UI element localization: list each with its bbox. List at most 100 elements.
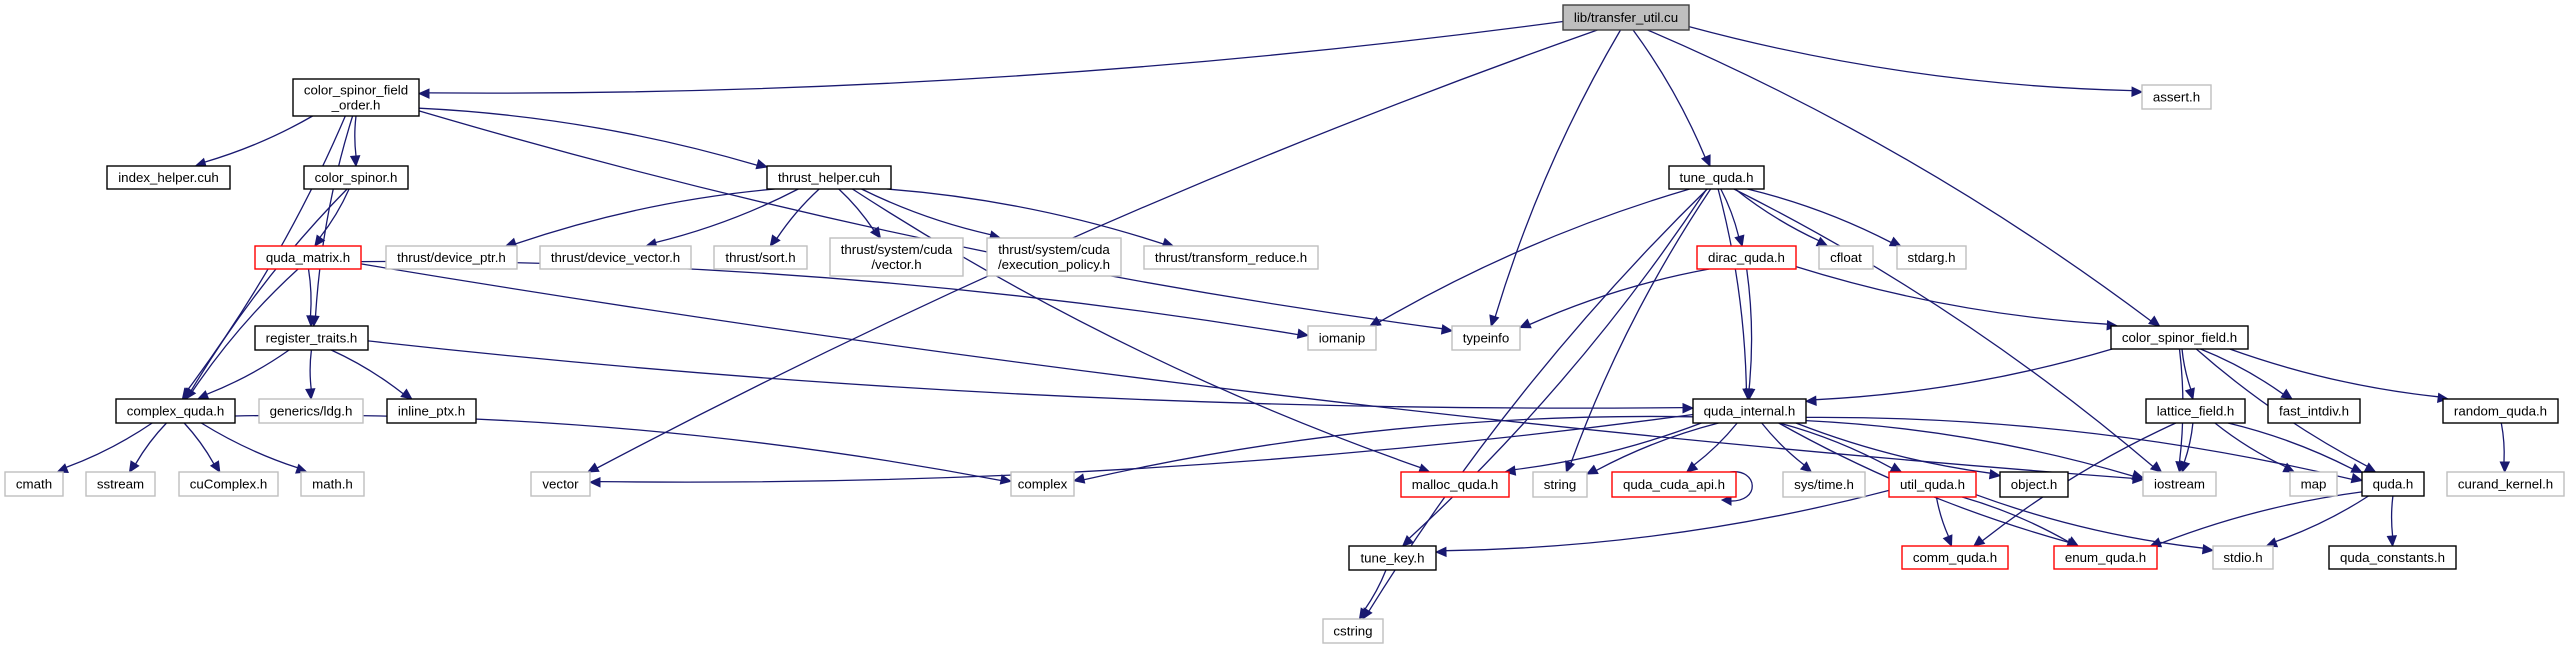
node-iomanip[interactable]: iomanip [1307,325,1377,351]
node-box[interactable] [2110,325,2249,350]
node-box[interactable] [1896,245,1967,270]
node-box[interactable] [1999,471,2069,498]
node-vector[interactable]: vector [530,471,591,497]
node-lib-transfer-util-cu[interactable]: lib/transfer_util.cu [1562,4,1690,31]
node-box[interactable] [1348,545,1437,571]
node-box[interactable] [1611,471,1737,498]
node-assert-h[interactable]: assert.h [2141,84,2212,110]
node-box[interactable] [1451,325,1521,351]
node-string[interactable]: string [1532,471,1588,498]
node-complex-quda-h[interactable]: complex_quda.h [115,398,236,424]
node-typeinfo[interactable]: typeinfo [1451,325,1521,351]
node-box[interactable] [178,471,279,497]
node-box[interactable] [106,165,231,190]
node-thrust-helper-cuh[interactable]: thrust_helper.cuh [766,165,892,190]
node-box[interactable] [254,245,362,270]
node-thrust-device-ptr-h[interactable]: thrust/device_ptr.h [385,245,518,270]
node-object-h[interactable]: object.h [1999,471,2069,498]
node-quda-cuda-api-h[interactable]: quda_cuda_api.h [1611,471,1737,498]
node-box[interactable] [1696,245,1797,270]
node-stdio-h[interactable]: stdio.h [2212,545,2274,570]
node-box[interactable] [2328,545,2457,570]
node-box[interactable] [1400,471,1510,498]
node-thrust-sort-h[interactable]: thrust/sort.h [713,245,808,270]
node-box[interactable] [1010,471,1075,497]
node-box[interactable] [386,398,477,424]
node-box[interactable] [1307,325,1377,351]
node-stdarg-h[interactable]: stdarg.h [1896,245,1967,270]
node-box[interactable] [1322,618,1384,644]
node-sstream[interactable]: sstream [85,471,156,497]
node-box[interactable] [2267,398,2361,424]
node-thrust-system-cuda-execution-policy-h[interactable]: thrust/system/cuda/execution_policy.h [986,237,1122,277]
node-thrust-device-vector-h[interactable]: thrust/device_vector.h [539,245,692,270]
node-box[interactable] [1901,545,2009,570]
node-cmath[interactable]: cmath [4,471,64,497]
node-color-spinor-h[interactable]: color_spinor.h [303,165,409,190]
node-enum-quda-h[interactable]: enum_quda.h [2053,545,2158,570]
node-box[interactable] [258,398,364,424]
node-thrust-system-cuda-vector-h[interactable]: thrust/system/cuda/vector.h [829,237,964,277]
node-box[interactable] [1668,165,1765,190]
node-cstring[interactable]: cstring [1322,618,1384,644]
node-iostream[interactable]: iostream [2142,471,2217,497]
node-quda-h[interactable]: quda.h [2361,471,2425,497]
node-box[interactable] [2446,471,2565,497]
node-box[interactable] [292,78,420,117]
node-box[interactable] [539,245,692,270]
node-box[interactable] [2212,545,2274,570]
node-box[interactable] [2361,471,2425,497]
node-random-quda-h[interactable]: random_quda.h [2442,398,2559,424]
node-malloc-quda-h[interactable]: malloc_quda.h [1400,471,1510,498]
node-box[interactable] [1143,245,1319,270]
node-box[interactable] [2442,398,2559,424]
node-quda-internal-h[interactable]: quda_internal.h [1692,398,1807,424]
node-box[interactable] [303,165,409,190]
node-box[interactable] [766,165,892,190]
node-box[interactable] [530,471,591,497]
node-box[interactable] [1782,471,1866,498]
node-box[interactable] [1888,471,1977,498]
node-box[interactable] [385,245,518,270]
node-tune-quda-h[interactable]: tune_quda.h [1668,165,1765,190]
node-generics-ldg-h[interactable]: generics/ldg.h [258,398,364,424]
node-comm-quda-h[interactable]: comm_quda.h [1901,545,2009,570]
node-box[interactable] [1562,4,1690,31]
node-box[interactable] [829,237,964,277]
node-box[interactable] [2142,471,2217,497]
node-cfloat[interactable]: cfloat [1818,245,1874,270]
node-tune-key-h[interactable]: tune_key.h [1348,545,1437,571]
node-box[interactable] [115,398,236,424]
node-box[interactable] [1532,471,1588,498]
node-curand-kernel-h[interactable]: curand_kernel.h [2446,471,2565,497]
node-box[interactable] [4,471,64,497]
node-quda-matrix-h[interactable]: quda_matrix.h [254,245,362,270]
node-index-helper-cuh[interactable]: index_helper.cuh [106,165,231,190]
node-map[interactable]: map [2289,471,2338,497]
node-util-quda-h[interactable]: util_quda.h [1888,471,1977,498]
node-color-spinor-field-order-h[interactable]: color_spinor_field_order.h [292,78,420,117]
node-box[interactable] [2053,545,2158,570]
node-box[interactable] [2289,471,2338,497]
node-complex[interactable]: complex [1010,471,1075,497]
node-box[interactable] [254,325,369,351]
node-inline-ptx-h[interactable]: inline_ptx.h [386,398,477,424]
node-box[interactable] [986,237,1122,277]
node-register-traits-h[interactable]: register_traits.h [254,325,369,351]
node-box[interactable] [300,471,365,497]
node-sys-time-h[interactable]: sys/time.h [1782,471,1866,498]
node-thrust-transform-reduce-h[interactable]: thrust/transform_reduce.h [1143,245,1319,270]
node-color-spinor-field-h[interactable]: color_spinor_field.h [2110,325,2249,350]
node-lattice-field-h[interactable]: lattice_field.h [2145,398,2246,424]
node-box[interactable] [2145,398,2246,424]
node-dirac-quda-h[interactable]: dirac_quda.h [1696,245,1797,270]
node-fast-intdiv-h[interactable]: fast_intdiv.h [2267,398,2361,424]
node-box[interactable] [1692,398,1807,424]
node-box[interactable] [2141,84,2212,110]
node-box[interactable] [85,471,156,497]
node-box[interactable] [713,245,808,270]
node-math-h[interactable]: math.h [300,471,365,497]
node-quda-constants-h[interactable]: quda_constants.h [2328,545,2457,570]
node-box[interactable] [1818,245,1874,270]
node-cucomplex-h[interactable]: cuComplex.h [178,471,279,497]
